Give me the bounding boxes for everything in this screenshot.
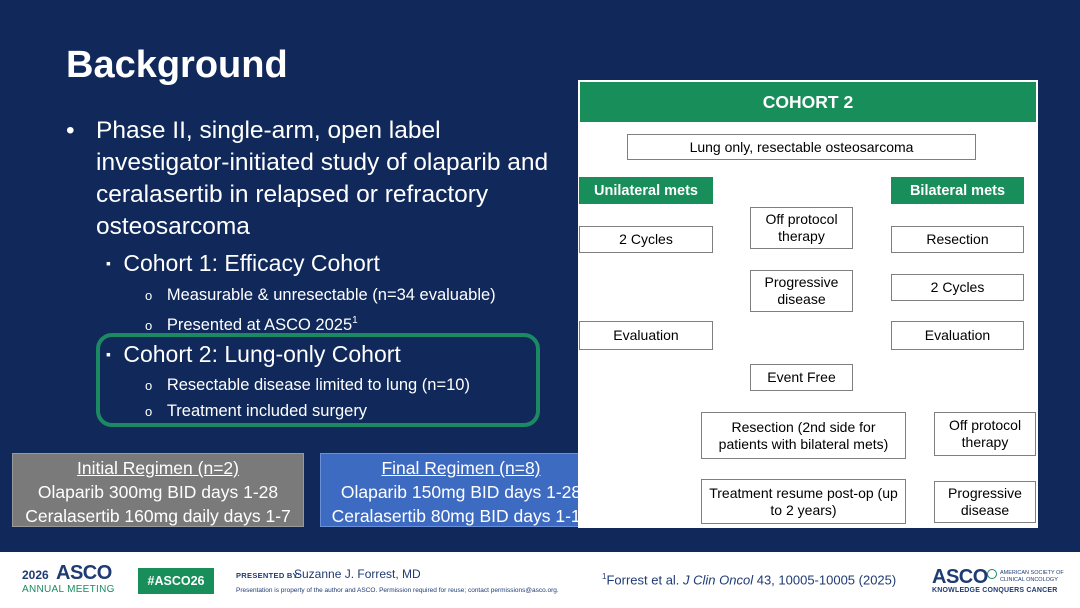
final-regimen-heading: Final Regimen (n=8) [381,458,541,478]
footnote-marker: 1 [352,315,358,326]
citation-volume: 43, 10005-10005 (2025) [753,572,897,588]
bullet-cohort-2: ▪ Cohort 2: Lung-only Cohort [106,339,401,369]
bullet-marker: • [66,117,75,144]
initial-regimen-heading: Initial Regimen (n=2) [77,458,239,478]
sub-bullet-cohort1-measurable: o Measurable & unresectable (n=34 evalua… [145,283,496,308]
footer-society-name: AMERICAN SOCIETY OF CLINICAL ONCOLOGY [1000,570,1064,583]
sub-bullet-cohort2-surgery: o Treatment included surgery [145,399,367,424]
flow-node-unilateral-mets: Unilateral mets [579,177,713,204]
footer-asco-logo: ASCO [932,566,988,588]
sub-bullet-marker: o [145,404,153,419]
footer-presented-by-label: PRESENTED BY: [236,571,301,580]
cohort-2-header: COHORT 2 [580,82,1036,122]
citation-marker: 1 [602,572,607,581]
sub-bullet-text: Measurable & unresectable (n=34 evaluabl… [166,286,496,304]
flow-node-right-cycles: 2 Cycles [891,274,1024,301]
initial-regimen-olaparib: Olaparib 300mg BID days 1-28 [37,482,279,502]
bullet-text: Cohort 1: Efficacy Cohort [123,250,380,276]
flow-node-event-free: Event Free [750,364,853,391]
footer-permission-note: Presentation is property of the author a… [236,587,559,594]
bullet-text: Cohort 2: Lung-only Cohort [123,341,401,367]
bullet-marker: ▪ [106,346,111,362]
sub-bullet-marker: o [145,378,153,393]
citation-journal: J Clin Oncol [683,572,754,588]
initial-regimen-ceralasertib: Ceralasertib 160mg daily days 1-7 [25,506,291,526]
footer-meeting-logo: ASCO [56,562,112,584]
flow-node-lung-only: Lung only, resectable osteosarcoma [627,134,976,160]
footer-citation: 1Forrest et al. J Clin Oncol 43, 10005-1… [602,572,896,587]
bullet-study-description: • Phase II, single-arm, open label inves… [66,115,556,243]
asco-logo-circle-icon [987,569,997,579]
bullet-text: Phase II, single-arm, open label investi… [96,117,549,240]
bullet-cohort-1: ▪ Cohort 1: Efficacy Cohort [106,248,380,278]
flow-node-off-protocol-top: Off protocol therapy [750,207,853,249]
final-regimen-olaparib: Olaparib 150mg BID days 1-28 [340,482,582,502]
flow-node-left-cycles: 2 Cycles [579,226,713,253]
slide-title: Background [66,44,288,86]
footer-tagline: KNOWLEDGE CONQUERS CANCER [932,587,1058,594]
final-regimen-ceralasertib: Ceralasertib 80mg BID days 1-14 [331,506,591,526]
flow-node-progressive-bottom: Progressive disease [934,481,1036,523]
sub-bullet-text: Resectable disease limited to lung (n=10… [166,376,470,394]
footer-hashtag: #ASCO26 [138,568,214,594]
flow-node-off-protocol-bottom: Off protocol therapy [934,412,1036,456]
footer-meeting-year: 2026 [22,568,49,582]
flow-node-treatment-resume: Treatment resume post-op (up to 2 years) [701,479,906,524]
flow-node-bilateral-mets: Bilateral mets [891,177,1024,204]
flow-node-left-evaluation: Evaluation [579,321,713,350]
sub-bullet-text: Treatment included surgery [166,402,368,420]
flow-node-resection-second: Resection (2nd side for patients with bi… [701,412,906,459]
sub-bullet-marker: o [145,317,153,333]
final-regimen-box: Final Regimen (n=8) Olaparib 150mg BID d… [320,453,602,527]
sub-bullet-text: Presented at ASCO 2025 [166,315,353,334]
sub-bullet-marker: o [145,288,153,303]
initial-regimen-box: Initial Regimen (n=2) Olaparib 300mg BID… [12,453,304,527]
flow-node-progressive-mid: Progressive disease [750,270,853,312]
flow-node-right-evaluation: Evaluation [891,321,1024,350]
sub-bullet-cohort1-presented: o Presented at ASCO 20251 [145,309,358,338]
footer-annual-meeting: ANNUAL MEETING [22,584,115,595]
bullet-marker: ▪ [106,255,111,271]
footer-presenter-name: Suzanne J. Forrest, MD [294,567,421,581]
citation-authors: Forrest et al. [606,572,684,588]
cohort-2-highlight-box [96,333,540,427]
sub-bullet-cohort2-resectable: o Resectable disease limited to lung (n=… [145,373,470,398]
flow-node-resection-right: Resection [891,226,1024,253]
